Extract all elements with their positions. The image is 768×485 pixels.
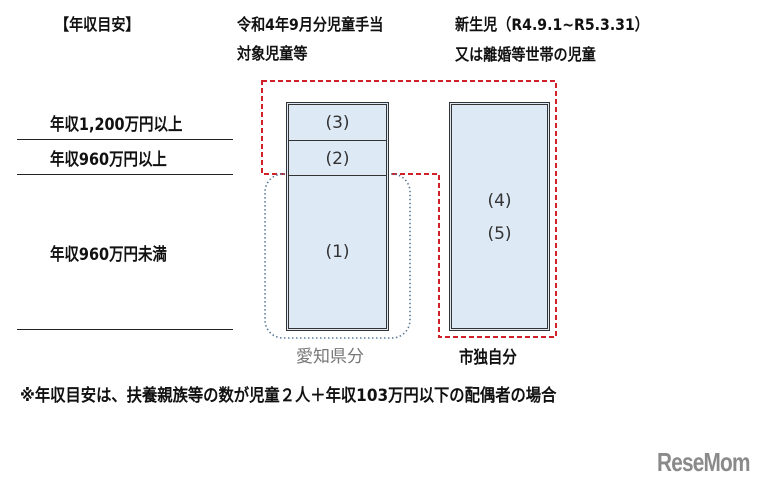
segment-3: (3) <box>325 113 350 133</box>
row-divider <box>17 329 233 330</box>
column2-header-line1: 新生児（R4.9.1~R5.3.31） <box>455 15 649 34</box>
segment-divider <box>289 140 386 141</box>
column2-header-line2: 又は離婚等世帯の児童 <box>455 45 596 64</box>
resemom-logo: ReseMom <box>657 447 750 477</box>
segment-5: (5) <box>487 224 512 244</box>
segment-1: (1) <box>325 242 350 262</box>
income-guide-title: 【年収目安】 <box>55 15 140 34</box>
aichi-bar: (3) (2) (1) <box>286 102 389 331</box>
row-label-960-above: 年収960万円以上 <box>50 150 167 170</box>
footnote: ※年収目安は、扶養親族等の数が児童２人＋年収103万円以下の配偶者の場合 <box>20 386 557 406</box>
column1-header-line1: 令和4年9月分児童手当 <box>237 15 384 34</box>
city-caption: 市独自分 <box>459 348 517 368</box>
segment-divider <box>289 175 386 176</box>
aichi-blue-dotted-outline <box>264 173 411 339</box>
city-own-red-dashed-outline <box>261 80 557 338</box>
row-label-1200: 年収1,200万円以上 <box>50 115 183 135</box>
column1-header-line2: 対象児童等 <box>237 44 308 63</box>
segment-4: (4) <box>487 191 512 211</box>
row-label-960-below: 年収960万円未満 <box>50 245 167 265</box>
city-bar: (4) (5) <box>449 102 550 331</box>
segment-2: (2) <box>325 148 350 169</box>
row-divider <box>17 174 233 175</box>
row-divider <box>17 139 233 140</box>
aichi-caption: 愛知県分 <box>296 347 364 367</box>
